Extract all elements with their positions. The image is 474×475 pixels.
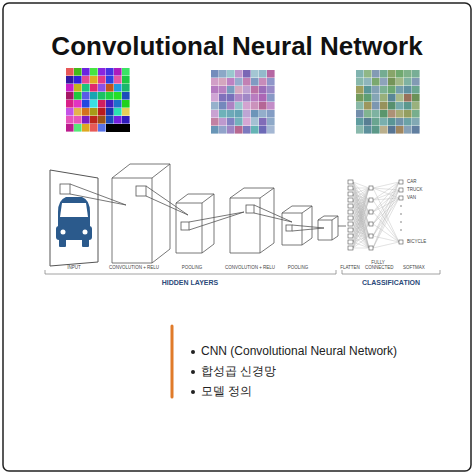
input-image bbox=[50, 170, 98, 266]
bullet-text: 모델 정의 bbox=[201, 385, 252, 398]
bullet-text: CNN (Convolutional Neural Network) bbox=[201, 345, 397, 358]
filter-mosaics bbox=[66, 68, 420, 134]
accent-bar bbox=[171, 326, 174, 397]
layer-label: FLATTEN bbox=[340, 266, 360, 271]
class-label: TRUCK bbox=[407, 188, 423, 193]
bullets bbox=[191, 350, 195, 394]
frame bbox=[3, 3, 471, 471]
bullet-text: 합성곱 신경망 bbox=[201, 365, 276, 378]
dense-layers bbox=[348, 180, 403, 250]
layer-label: FULLY CONNECTED bbox=[365, 261, 391, 271]
group-label: CLASSIFICATION bbox=[362, 279, 420, 287]
class-label: CAR bbox=[407, 180, 417, 185]
title-text: Convolutional Neural Network bbox=[51, 32, 422, 61]
layer-label: INPUT bbox=[67, 266, 81, 271]
class-label: BICYCLE bbox=[407, 240, 426, 245]
layer-label: POOLING bbox=[288, 266, 309, 271]
layer-label: POOLING bbox=[182, 266, 203, 271]
class-label: VAN bbox=[407, 196, 416, 201]
layer-label: SOFTMAX bbox=[403, 266, 425, 271]
group-label: HIDDEN LAYERS bbox=[162, 279, 219, 287]
car-icon bbox=[56, 197, 92, 247]
layer-boxes bbox=[60, 164, 346, 263]
layer-bracket bbox=[45, 270, 440, 274]
layer-label: CONVOLUTION + RELU bbox=[109, 266, 159, 271]
layer-label: CONVOLUTION + RELU bbox=[225, 266, 275, 271]
